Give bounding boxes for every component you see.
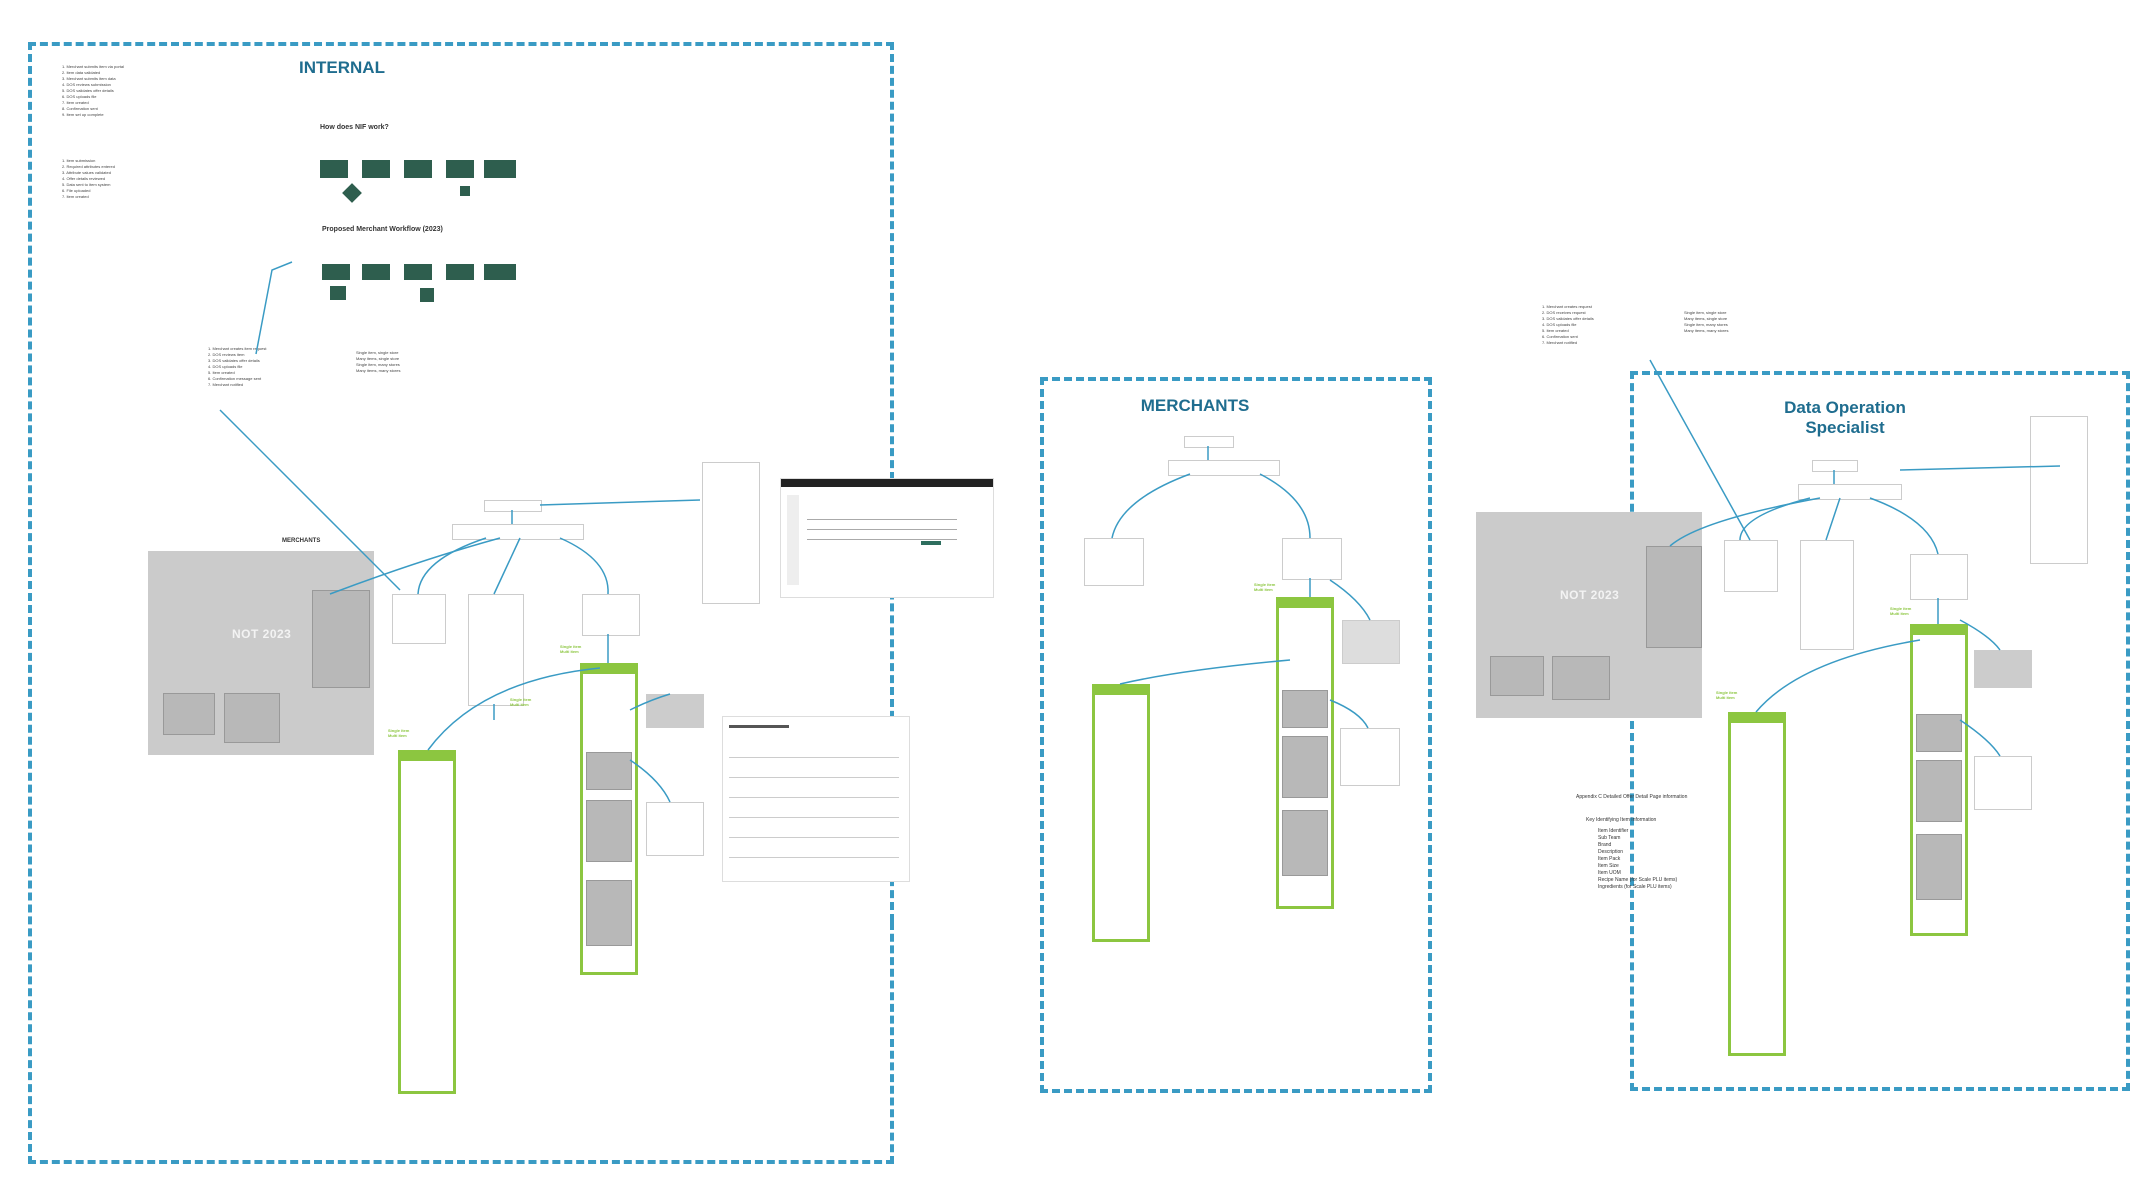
dos-notes-right: Single item, single store Many items, si… [1684, 310, 1729, 333]
internal-node-columns [646, 694, 704, 728]
merchants-green-img-1 [1282, 690, 1328, 728]
merchants-green-panel-left [1092, 684, 1150, 942]
internal-green-img-2 [586, 800, 632, 862]
merchants-node-item-mgmt [1168, 460, 1280, 476]
dos-node-columns [1974, 650, 2032, 688]
proposed-step-4 [404, 264, 432, 280]
how-nif-heading: How does NIF work? [320, 124, 389, 131]
internal-green-img-3 [586, 880, 632, 946]
appendix-item-5: Item Pack [1598, 856, 1621, 862]
dos-green-img-1 [1916, 714, 1962, 752]
internal-gray-panel-2 [224, 693, 280, 743]
dos-gray-panel-3 [1646, 546, 1702, 648]
merchants-green-img-2 [1282, 736, 1328, 798]
nif-step-3 [404, 160, 432, 178]
dos-node-bulk [1910, 554, 1968, 600]
nif-step-2 [362, 160, 390, 178]
merchants-title: MERCHANTS [1140, 396, 1250, 415]
dos-gray-panel-2 [1552, 656, 1610, 700]
merchants-node-columns [1342, 620, 1400, 664]
dos-node-home [1812, 460, 1858, 472]
internal-screenshot-bottom [722, 716, 910, 882]
internal-gray-panel-3 [312, 590, 370, 688]
dos-green-img-2 [1916, 760, 1962, 822]
internal-green-panel-left [398, 750, 456, 1094]
dos-title: Data Operation Specialist [1784, 398, 1906, 437]
internal-node-root [484, 500, 542, 512]
internal-region-right-bottom [890, 922, 894, 1164]
proposed-step-1 [322, 264, 350, 280]
merchants-region [1040, 377, 1432, 1093]
appendix-item-8: Recipe Name (for Scale PLU items) [1598, 877, 1678, 883]
dos-green-img-3 [1916, 834, 1962, 900]
internal-notes-mid: 1. Item submission 2. Required attribute… [62, 158, 115, 199]
nif-step-5 [484, 160, 516, 178]
internal-title: INTERNAL [299, 58, 385, 77]
merchants-node-bulk [1282, 538, 1342, 580]
appendix-item-4: Description [1598, 849, 1624, 855]
internal-merchants-label: MERCHANTS [282, 538, 321, 544]
merchants-node-new-offer [1084, 538, 1144, 586]
merchants-node-export [1340, 728, 1400, 786]
nif-step-1 [320, 160, 348, 178]
internal-node-item-mgmt [452, 524, 584, 540]
appendix-item-7: Item UOM [1598, 870, 1621, 876]
internal-green-img-1 [586, 752, 632, 790]
appendix-key-heading: Key Identifying Item Information [1586, 817, 1657, 823]
nif-step-4 [446, 160, 474, 178]
appendix-item-6: Item Size [1598, 863, 1619, 869]
appendix-item-2: Sub Team [1598, 835, 1621, 841]
internal-node-notifications [702, 462, 760, 604]
dos-green-panel-left [1728, 712, 1786, 1056]
proposed-step-3 [362, 264, 390, 280]
dos-node-export [1974, 756, 2032, 810]
internal-notes-list: 1. Merchant creates item request 2. DOS … [208, 346, 267, 387]
internal-gray-panel-1 [163, 693, 215, 735]
proposed-workflow-heading: Proposed Merchant Workflow (2023) [322, 226, 443, 233]
appendix-item-3: Brand [1598, 842, 1612, 848]
internal-node-bulk-search [582, 594, 640, 636]
internal-notes-top: 1. Merchant submits item via portal 2. I… [62, 64, 125, 117]
appendix-item-1: Item Identifier [1598, 828, 1629, 834]
internal-notes-right: Single item, single store Many items, si… [356, 350, 401, 373]
dos-notes-left: 1. Merchant creates request 2. DOS recei… [1542, 304, 1594, 345]
dos-region [1630, 371, 2130, 1091]
appendix-item-9: Ingredients (for Scale PLU items) [1598, 884, 1672, 890]
appendix-block: Appendix C Detailed Offer Detail Page in… [1576, 794, 1816, 891]
dos-gray-panel-1 [1490, 656, 1544, 696]
proposed-step-2 [330, 286, 346, 300]
internal-region [28, 42, 894, 1164]
proposed-step-5 [420, 288, 434, 302]
nif-step-6 [460, 186, 470, 196]
proposed-step-6 [446, 264, 474, 280]
dos-node-item-mgmt [1798, 484, 1902, 500]
dos-node-offer-detail [1800, 540, 1854, 650]
internal-node-new-offer [392, 594, 446, 644]
proposed-step-7 [484, 264, 516, 280]
merchants-node-home [1184, 436, 1234, 448]
internal-node-export [646, 802, 704, 856]
internal-not-2023-label: NOT 2023 [232, 627, 292, 641]
internal-screenshot-top [780, 478, 994, 598]
merchants-green-img-3 [1282, 810, 1328, 876]
appendix-title: Appendix C Detailed Offer Detail Page in… [1576, 794, 1688, 800]
dos-not-2023-label: NOT 2023 [1560, 588, 1620, 602]
dos-node-new-offer [1724, 540, 1778, 592]
dos-node-notifications [2030, 416, 2088, 564]
